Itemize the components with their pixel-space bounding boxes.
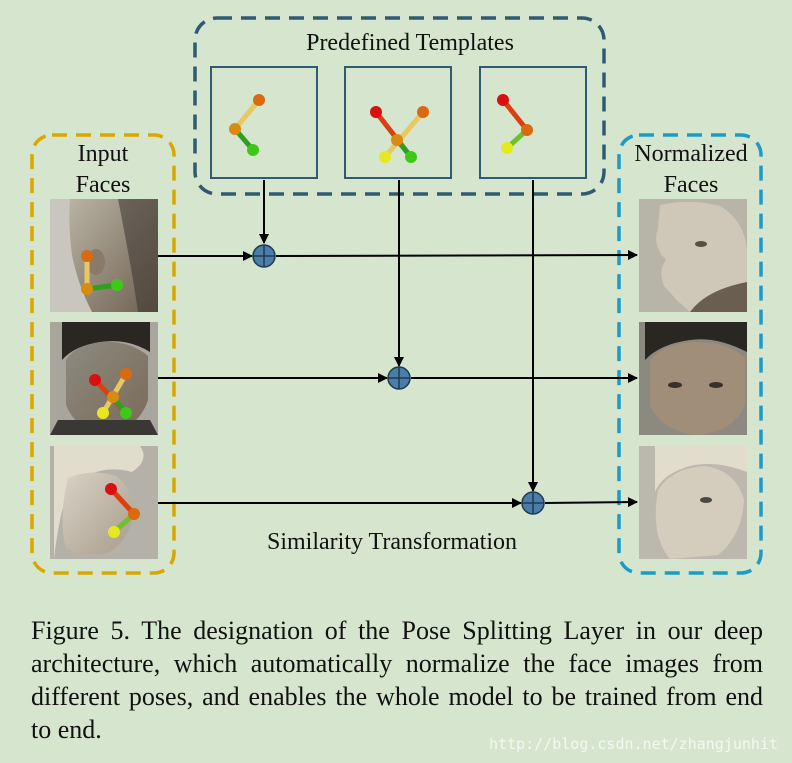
normalized-group-outline <box>617 133 763 575</box>
normalized-title-line1: Normalized <box>634 141 747 167</box>
input-face-3 <box>50 446 158 559</box>
plus-circle-operator-icon <box>387 366 411 390</box>
normalized-title-line2: Faces <box>664 172 719 198</box>
connectors <box>158 180 638 508</box>
input-group-outline <box>30 133 176 575</box>
watermark: http://blog.csdn.net/zhangjunhit <box>489 735 778 753</box>
plus-circle-operator-icon <box>252 244 276 268</box>
normalized-face-2 <box>639 322 747 435</box>
input-title-line2: Faces <box>76 172 131 198</box>
input-face-1 <box>50 199 158 312</box>
template-1 <box>210 66 318 179</box>
template-2 <box>344 66 452 179</box>
template-3 <box>479 66 587 179</box>
figure-caption: Figure 5. The designation of the Pose Sp… <box>31 616 763 744</box>
input-face-2 <box>50 322 158 435</box>
templates-title: Predefined Templates <box>306 30 514 56</box>
input-title-line1: Input <box>78 141 129 167</box>
normalized-face-3 <box>639 446 747 559</box>
transform-label: Similarity Transformation <box>267 529 517 555</box>
pose-splitting-diagram: Predefined Templates Input Faces Normali… <box>30 16 763 575</box>
normalized-face-1 <box>639 199 747 312</box>
plus-circle-operator-icon <box>521 491 545 515</box>
